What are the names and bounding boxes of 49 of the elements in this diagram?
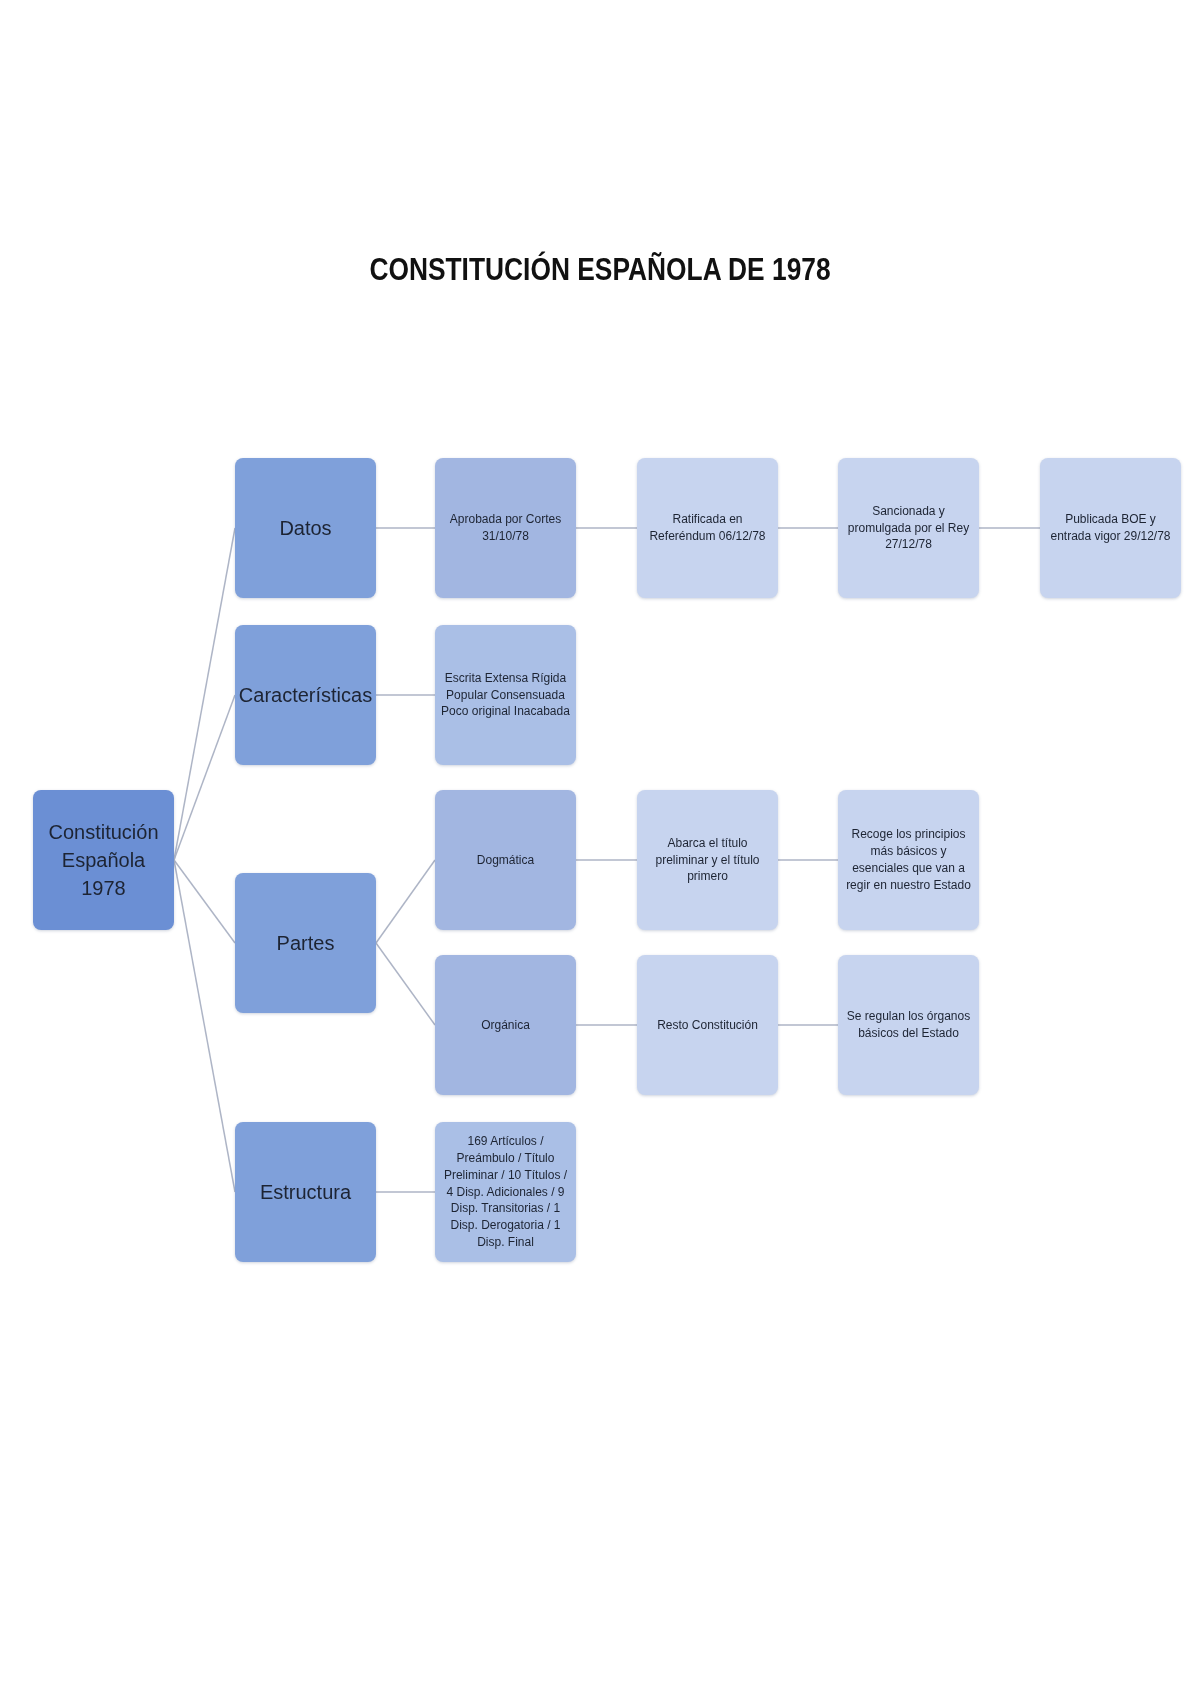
concept-box: [435, 1122, 576, 1262]
connector-line: [777, 859, 839, 861]
concept-box: [1040, 458, 1181, 598]
concept-box: [235, 458, 376, 598]
concept-box: [838, 955, 979, 1095]
box-text: Características: [238, 683, 373, 708]
box-text: Datos: [279, 516, 332, 541]
box-text: Estructura: [259, 1180, 352, 1205]
concept-box: [435, 955, 576, 1095]
box-text: Se regulan los órganos básicos del Estado: [845, 1008, 972, 1042]
connector-line: [375, 942, 436, 1026]
concept-box: [838, 790, 979, 930]
concept-box: [637, 955, 778, 1095]
connector-line: [375, 1191, 436, 1193]
connector-line: [777, 527, 839, 529]
concept-box: [235, 625, 376, 765]
box-text: Publicada BOE y entrada vigor 29/12/78: [1049, 511, 1172, 545]
title: CONSTITUCIÓN ESPAÑOLA DE 1978: [368, 252, 832, 288]
concept-box: [235, 1122, 376, 1262]
box-text: Aprobada por Cortes 31/10/78: [448, 511, 563, 545]
connector-line: [575, 859, 638, 861]
concept-box: [637, 790, 778, 930]
box-text: Ratificada en Referéndum 06/12/78: [648, 511, 767, 545]
box-text: Sancionada y promulgada por el Rey 27/12/78: [846, 502, 971, 554]
connector-line: [375, 527, 436, 529]
connector-line: [375, 694, 436, 696]
box-text: Constitución Española 1978: [47, 820, 160, 901]
connector-line: [375, 859, 436, 944]
connector-line: [575, 527, 638, 529]
concept-box: [33, 790, 174, 930]
concept-box: [435, 458, 576, 598]
box-text: Recoge los principios más básicos y esenciales que van a regir en nuestro Estado: [845, 826, 972, 894]
box-text: Resto Constitución: [657, 1016, 758, 1034]
connector-line: [173, 859, 236, 944]
concept-box: [637, 458, 778, 598]
box-text: Escrita Extensa Rígida Popular Consensuada Poco original Inacabada: [441, 669, 570, 721]
connector-line: [978, 527, 1041, 529]
connector-line: [173, 694, 236, 861]
box-text: Partes: [276, 931, 335, 956]
connector-line: [575, 1024, 638, 1026]
box-text: Dogmática: [476, 851, 535, 869]
box-text: Abarca el título preliminar y el título primero: [654, 834, 761, 886]
connector-line: [777, 1024, 839, 1026]
box-text: Orgánica: [481, 1016, 530, 1034]
box-text: 169 Artículos / Preámbulo / Título Preliminar / 10 Títulos / 4 Disp. Adicionales / 9 Disp. Transitorias / 1 Disp. Derogatoria / 1 Disp. Final: [442, 1133, 569, 1251]
concept-box: [435, 790, 576, 930]
concept-box: [435, 625, 576, 765]
concept-box: [235, 873, 376, 1013]
concept-box: [838, 458, 979, 598]
